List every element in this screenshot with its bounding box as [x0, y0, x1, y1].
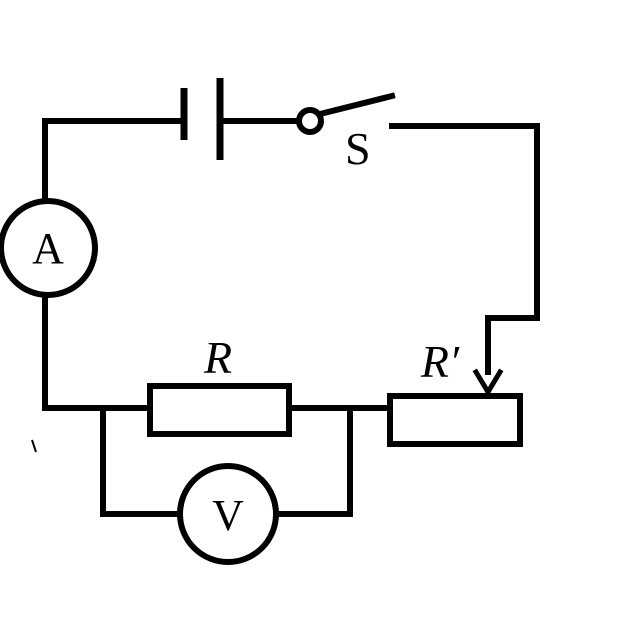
wire-right-side: [389, 123, 540, 375]
wire-voltmeter-branch-right: [275, 405, 353, 517]
switch-blade: [316, 92, 396, 118]
switch-label: S: [345, 123, 371, 174]
ammeter-circle: [0, 198, 98, 298]
rheostat-slider-arrow: [472, 368, 504, 397]
switch-pivot: [296, 107, 324, 135]
ammeter-label: A: [32, 224, 64, 273]
voltmeter-symbol: V: [177, 463, 279, 565]
ammeter-symbol: A: [0, 198, 98, 298]
switch-symbol: [296, 92, 396, 135]
scan-speck: [31, 439, 37, 453]
voltmeter-circle: [177, 463, 279, 565]
wire-left-lower: [42, 292, 153, 411]
wire-top-left: [42, 118, 187, 203]
rheostat-r-prime: [387, 393, 523, 447]
resistor-r: [147, 383, 292, 437]
wire-voltmeter-branch-left: [100, 405, 181, 517]
battery-symbol: [180, 78, 224, 160]
rheostat-label: R′: [420, 336, 460, 387]
voltmeter-label: V: [212, 491, 244, 540]
slider-arrowhead: [472, 368, 504, 397]
resistor-r-label: R: [203, 332, 232, 383]
